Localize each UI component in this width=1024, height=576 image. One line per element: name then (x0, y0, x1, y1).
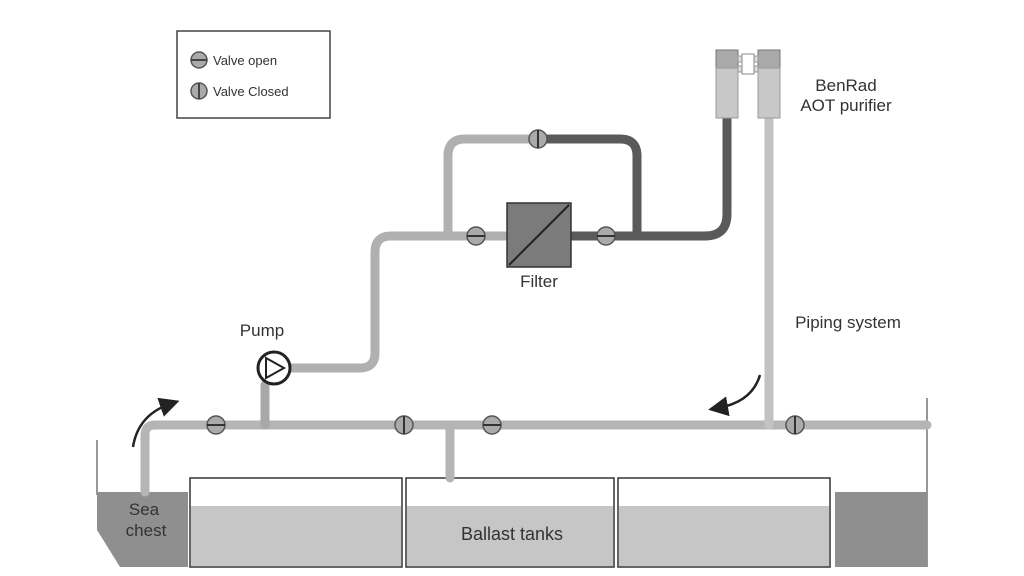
purifier-unit (715, 49, 781, 119)
valve-open-icon (466, 226, 486, 246)
purifier-label-line1: BenRad (815, 76, 876, 95)
valve-closed-icon (394, 415, 414, 435)
legend-valve-open-icon (190, 51, 208, 69)
legend-open-label: Valve open (213, 53, 277, 68)
bypass-pipe-dark (530, 134, 642, 241)
valve-open-icon (596, 226, 616, 246)
purifier-inlet-pipe (567, 113, 732, 241)
filter-label: Filter (520, 272, 558, 291)
ballast-tank-2 (405, 477, 615, 568)
filter-icon (506, 202, 572, 268)
piping-system-label: Piping system (795, 313, 901, 332)
piping (140, 113, 932, 497)
pump-label: Pump (240, 321, 284, 340)
valve-open-icon (206, 415, 226, 435)
sea-chest-label-line2: chest (126, 521, 167, 540)
main-ballast-pipe (140, 420, 932, 497)
valve-open-icon (528, 129, 548, 149)
pump-outlet-pipe (280, 231, 510, 373)
valve-open-icon (482, 415, 502, 435)
pump-icon (256, 350, 292, 386)
bypass-pipe-light (443, 134, 540, 241)
ballast-tank-3 (617, 477, 831, 568)
legend-closed-label: Valve Closed (213, 84, 289, 99)
valve-closed-icon (785, 415, 805, 435)
sea-chest-label-line1: Sea (129, 500, 160, 519)
ballast-tanks-label: Ballast tanks (461, 524, 563, 544)
legend-valve-closed-icon (190, 82, 208, 100)
purifier-label-line2: AOT purifier (800, 96, 892, 115)
legend: Valve open Valve Closed (176, 30, 331, 119)
flow-arrow-icon (708, 374, 762, 417)
hull (96, 398, 928, 568)
sea-chest (97, 492, 188, 567)
hull-block-right (835, 492, 927, 567)
flow-arrow-icon (131, 397, 180, 448)
ballast-tank-1 (189, 477, 403, 568)
